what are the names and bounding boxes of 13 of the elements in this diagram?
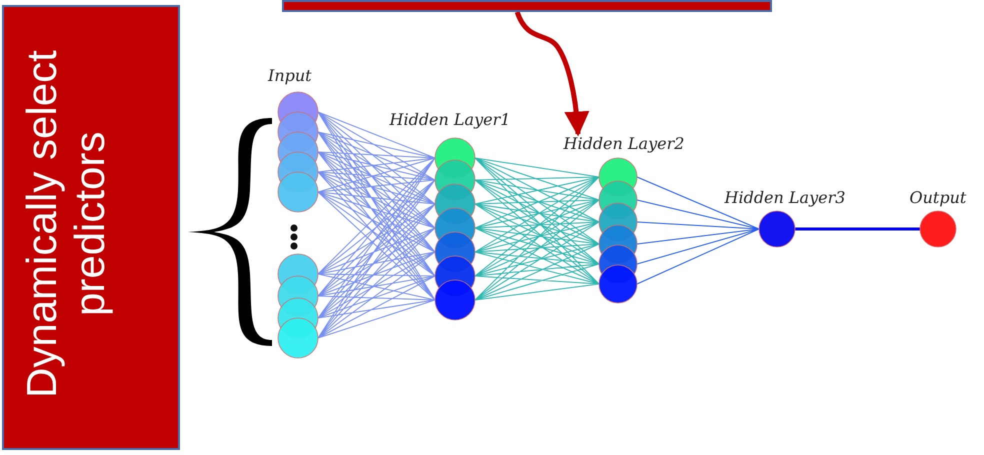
connection-lines — [474, 158, 600, 300]
connection-lines — [636, 176, 760, 284]
text-panel — [2, 5, 180, 450]
arrow — [514, 11, 590, 136]
layer-label: Hidden Layer1 — [390, 110, 510, 129]
panel-text: Dynamically select predictors — [18, 49, 114, 400]
connection-lines — [795, 228, 920, 230]
layer-label: Output — [910, 188, 966, 207]
layer-label: Input — [268, 66, 312, 85]
text-panel — [282, 0, 772, 12]
connection-lines — [318, 112, 436, 338]
layer-label: Hidden Layer2 — [564, 134, 684, 153]
layer-label: Hidden Layer3 — [724, 188, 846, 207]
